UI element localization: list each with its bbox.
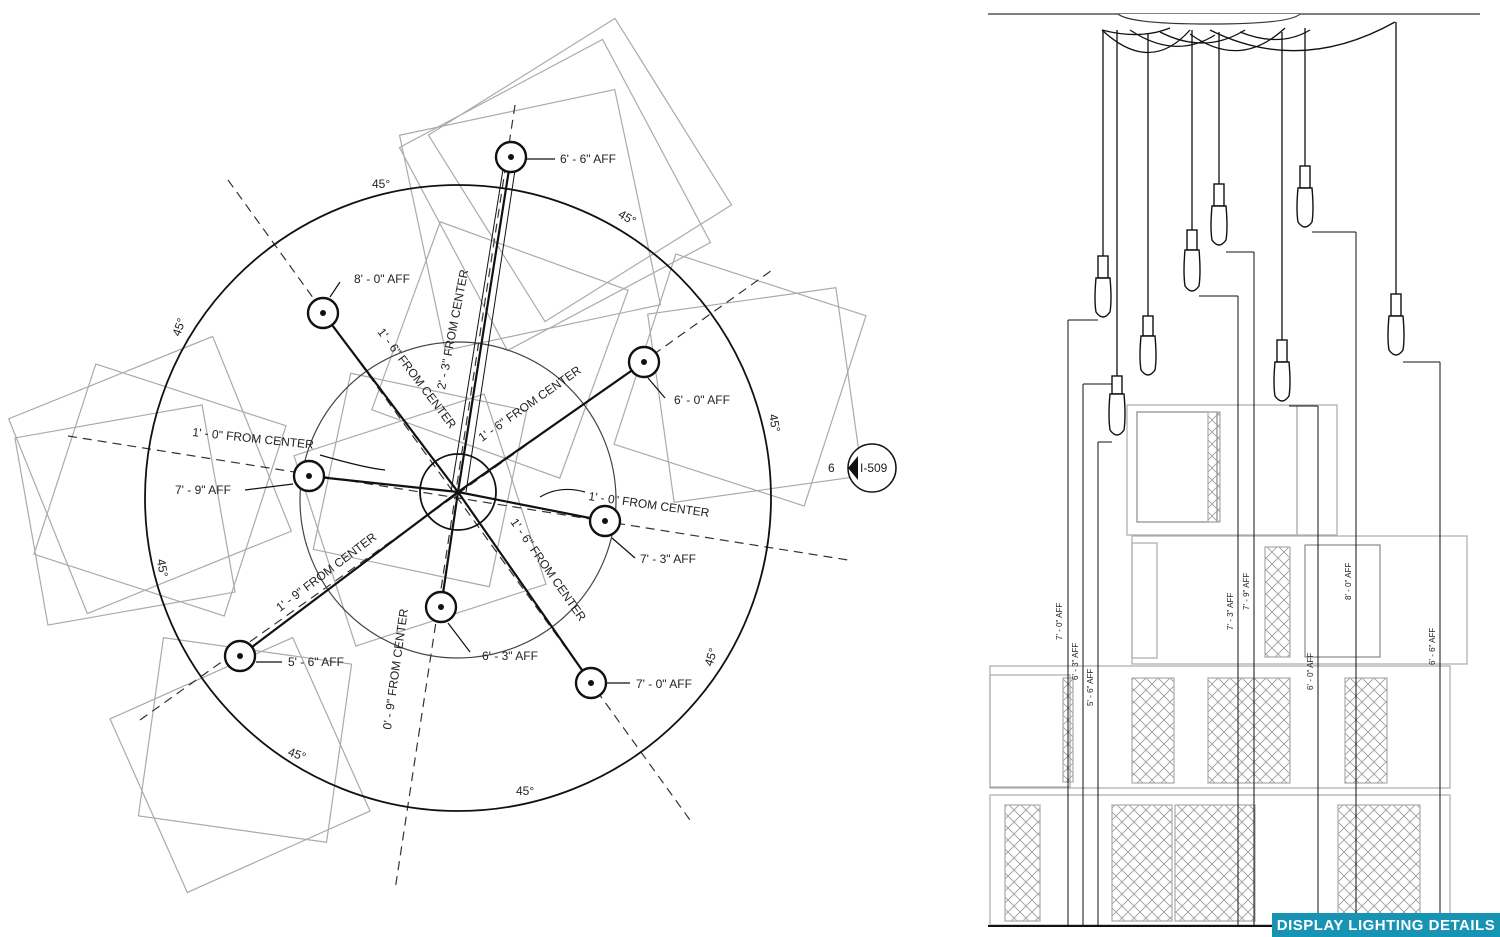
display-cubes-plan (7, 17, 867, 894)
caption-banner: DISPLAY LIGHTING DETAILS (1272, 913, 1500, 937)
elevation-pendant-1 (1094, 255, 1112, 318)
ceiling-canopy (1117, 13, 1301, 25)
elevation-view: 7' - 0" AFF 6' - 3" AFF 5' - 6" AFF 7' -… (988, 13, 1480, 927)
section-callout-number: 6 (828, 461, 835, 475)
elevation-dim-label: 7' - 3" AFF (1226, 593, 1235, 630)
elevation-dim-label: 6' - 6" AFF (1428, 628, 1437, 665)
outer-circle (144, 184, 772, 812)
section-callout-sheet: I-509 (860, 461, 888, 475)
angle-label: 45° (169, 316, 188, 338)
distance-label-lower-right: 1' - 6" FROM CENTER (508, 516, 590, 624)
leader-lines (244, 158, 666, 684)
distance-label-lower-left: 1' - 9" FROM CENTER (273, 530, 379, 615)
elevation-dimension-labels: 7' - 0" AFF 6' - 3" AFF 5' - 6" AFF 7' -… (1055, 563, 1437, 706)
angle-label: 45° (616, 207, 639, 228)
inner-circle (299, 341, 617, 659)
angle-label: 45° (154, 558, 171, 579)
angle-label: 45° (766, 413, 783, 434)
height-label-left: 7' - 9" AFF (175, 483, 231, 497)
angle-label: 45° (516, 784, 534, 798)
elevation-pendant-4 (1183, 229, 1201, 292)
elevation-dim-label: 6' - 0" AFF (1306, 653, 1315, 690)
elevation-dim-label: 6' - 3" AFF (1071, 643, 1080, 680)
height-label-bottom: 6' - 3" AFF (482, 649, 538, 663)
section-callout: 6 I-509 (828, 443, 897, 493)
caption-text: DISPLAY LIGHTING DETAILS (1276, 916, 1496, 934)
distance-label-top: 2' - 3" FROM CENTER (434, 268, 471, 391)
height-label-upper-left: 8' - 0" AFF (354, 272, 410, 286)
height-label-top: 6' - 6" AFF (560, 152, 616, 166)
angle-labels: 45° 45° 45° 45° 45° 45° 45° 45° (154, 177, 783, 798)
elevation-dim-label: 7' - 9" AFF (1242, 573, 1251, 610)
elevation-dim-label: 7' - 0" AFF (1055, 603, 1064, 640)
elevation-dim-label: 5' - 6" AFF (1086, 669, 1095, 706)
height-labels: 6' - 6" AFF 8' - 0" AFF 6' - 0" AFF 7' -… (175, 152, 730, 691)
elevation-pendant-5 (1210, 183, 1228, 246)
height-label-lower-right: 7' - 0" AFF (636, 677, 692, 691)
height-label-lower-left: 5' - 6" AFF (288, 655, 344, 669)
elevation-pendant-3 (1139, 315, 1157, 376)
plan-view: 45° 45° 45° 45° 45° 45° 45° 45° 2' - 3" … (7, 17, 897, 894)
angle-label: 45° (701, 646, 720, 668)
angle-label: 45° (286, 745, 308, 764)
swag-cords (1101, 21, 1396, 53)
height-label-upper-right: 6' - 0" AFF (674, 393, 730, 407)
height-label-right: 7' - 3" AFF (640, 552, 696, 566)
elevation-pendant-2 (1108, 375, 1126, 436)
elevation-pendant-7 (1296, 165, 1314, 228)
pendant-arms (239, 156, 645, 684)
elevation-pendant-8 (1387, 293, 1405, 356)
elevation-dimension-lines (1067, 231, 1441, 926)
distance-label-bottom: 0' - 9" FROM CENTER (380, 607, 411, 730)
angle-label: 45° (372, 177, 390, 191)
display-cubes-elevation (989, 404, 1468, 926)
pendant-cords (1102, 22, 1397, 378)
elevation-dim-label: 8' - 0" AFF (1344, 563, 1353, 600)
canopy-circle (419, 453, 497, 531)
pendant-lamps (1094, 165, 1405, 436)
elevation-pendant-6 (1273, 339, 1291, 402)
